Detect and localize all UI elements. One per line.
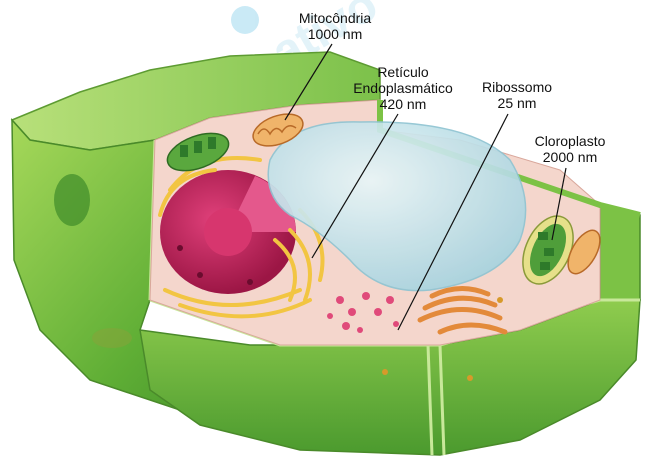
label-chloroplast-name: Cloroplasto [522, 133, 618, 149]
label-mitochondria-size: 1000 nm [280, 26, 390, 42]
label-chloroplast: Cloroplasto 2000 nm [522, 133, 618, 165]
label-er-name-line2: Endoplasmático [338, 80, 468, 96]
label-ribosome: Ribossomo 25 nm [472, 79, 562, 111]
label-endoplasmic-reticulum: Retículo Endoplasmático 420 nm [338, 64, 468, 112]
label-mitochondria: Mitocôndria 1000 nm [280, 10, 390, 42]
label-chloroplast-size: 2000 nm [522, 149, 618, 165]
label-ribosome-size: 25 nm [472, 95, 562, 111]
cell-wall-right [600, 205, 640, 300]
label-er-size: 420 nm [338, 96, 468, 112]
label-ribosome-name: Ribossomo [472, 79, 562, 95]
label-mitochondria-name: Mitocôndria [280, 10, 390, 26]
label-er-name-line1: Retículo [338, 64, 468, 80]
